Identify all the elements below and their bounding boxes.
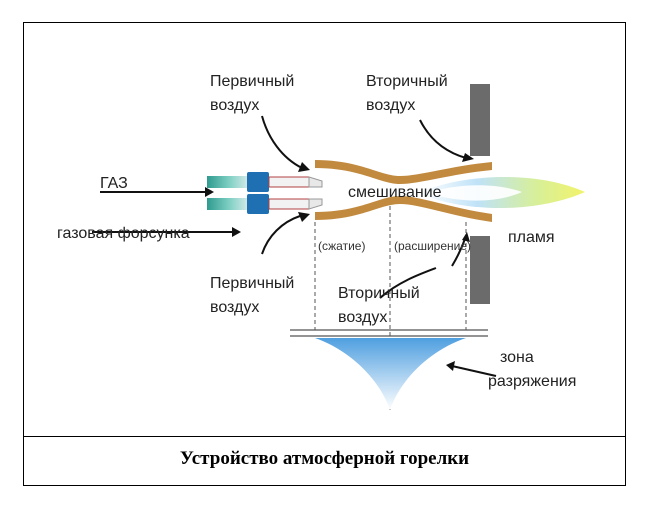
label-secondary-air-top-1: Вторичный (366, 73, 448, 90)
wall-plate-top (470, 84, 490, 156)
gas-nozzle (207, 172, 323, 214)
label-primary-air-bottom-1: Первичный (210, 275, 294, 292)
label-secondary-air-bottom-2: воздух (338, 309, 387, 326)
label-gas: ГАЗ (100, 175, 128, 192)
label-primary-air-top-1: Первичный (210, 73, 294, 90)
label-vacuum-zone-2: разряжения (488, 373, 576, 390)
caption-divider (23, 436, 626, 437)
label-secondary-air-top-2: воздух (366, 97, 415, 114)
flame-inner (430, 185, 522, 201)
vacuum-zone (315, 338, 466, 410)
figure-caption: Устройство атмосферной горелки (179, 448, 470, 469)
label-flame: пламя (508, 229, 555, 246)
wall-plate-bottom (470, 236, 490, 304)
label-mixing: смешивание (348, 184, 442, 201)
label-secondary-air-bottom-1: Вторичный (338, 285, 420, 302)
label-primary-air-top-2: воздух (210, 97, 259, 114)
diagram-frame (23, 22, 626, 486)
label-gas-nozzle: газовая форсунка (57, 225, 190, 242)
venturi-top-wall (315, 160, 492, 184)
arrows (92, 115, 497, 377)
label-primary-air-bottom-2: воздух (210, 299, 259, 316)
label-vacuum-zone-1: зона (500, 349, 534, 366)
label-compression: (сжатие) (318, 239, 365, 253)
venturi-bottom-wall (315, 196, 492, 222)
label-expansion: (расширение) (394, 239, 471, 253)
